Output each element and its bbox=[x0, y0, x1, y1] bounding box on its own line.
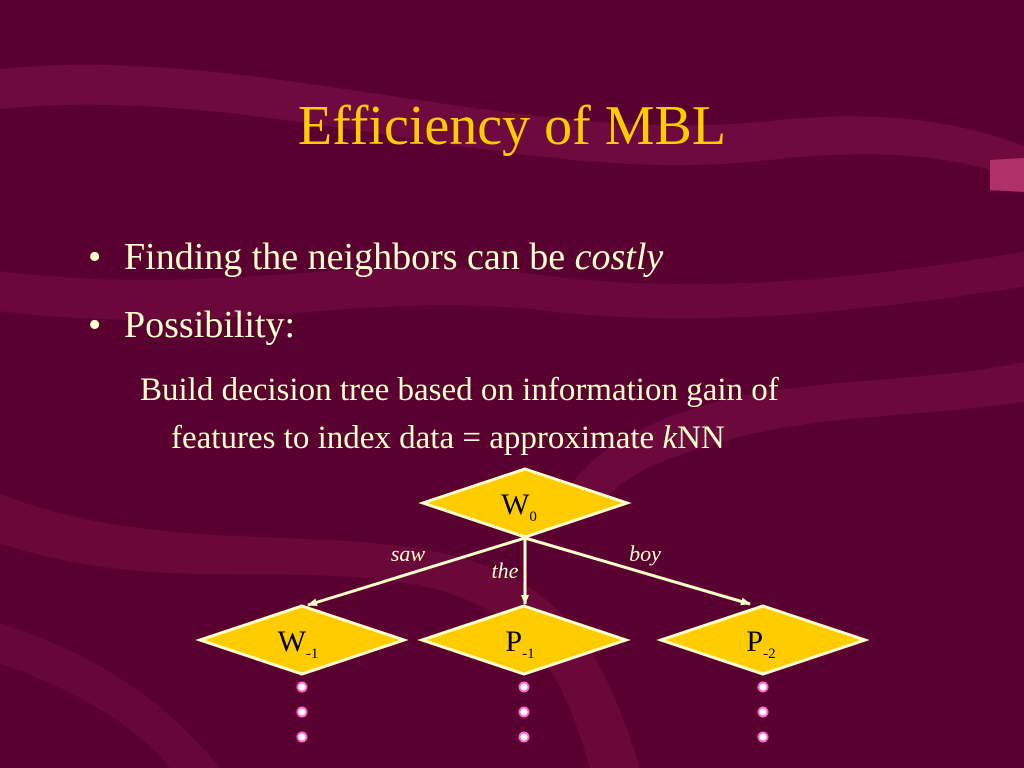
continuation-dots bbox=[296, 681, 308, 743]
node-label: P-1 bbox=[505, 625, 534, 662]
edge-label-saw: saw bbox=[391, 541, 426, 566]
edge-label-boy: boy bbox=[629, 541, 661, 566]
node-label: W0 bbox=[501, 488, 537, 525]
continuation-dots bbox=[757, 681, 769, 743]
edge-label-the: the bbox=[492, 558, 519, 583]
tree-node-child: P-2 bbox=[656, 604, 870, 676]
slide-title: Efficiency of MBL bbox=[297, 95, 727, 157]
bullet-dot: • bbox=[88, 304, 102, 346]
sub-bullet-line: features to index data = approximate kNN bbox=[171, 420, 725, 456]
bullet-item: • Finding the neighbors can be costly bbox=[88, 238, 663, 276]
bullet-text: Possibility: bbox=[124, 304, 296, 346]
bullet-emphasis: costly bbox=[574, 236, 664, 278]
tree-edge-boy bbox=[524, 536, 751, 606]
bullet-text: Finding the neighbors can be bbox=[124, 236, 575, 278]
bullet-item: • Possibility: bbox=[88, 306, 295, 344]
bullet-dot: • bbox=[88, 236, 102, 278]
tree-edge-saw bbox=[307, 536, 526, 607]
continuation-dots bbox=[518, 681, 530, 743]
sub-bullet-line: Build decision tree based on information… bbox=[140, 372, 779, 408]
tree-node-root: W0 bbox=[418, 467, 632, 539]
sub-bullet: Build decision tree based on information… bbox=[140, 366, 940, 462]
node-label: P-2 bbox=[746, 625, 775, 662]
node-label: W-1 bbox=[278, 625, 319, 662]
tree-node-child: P-1 bbox=[417, 604, 631, 676]
tree-node-child: W-1 bbox=[195, 604, 409, 676]
